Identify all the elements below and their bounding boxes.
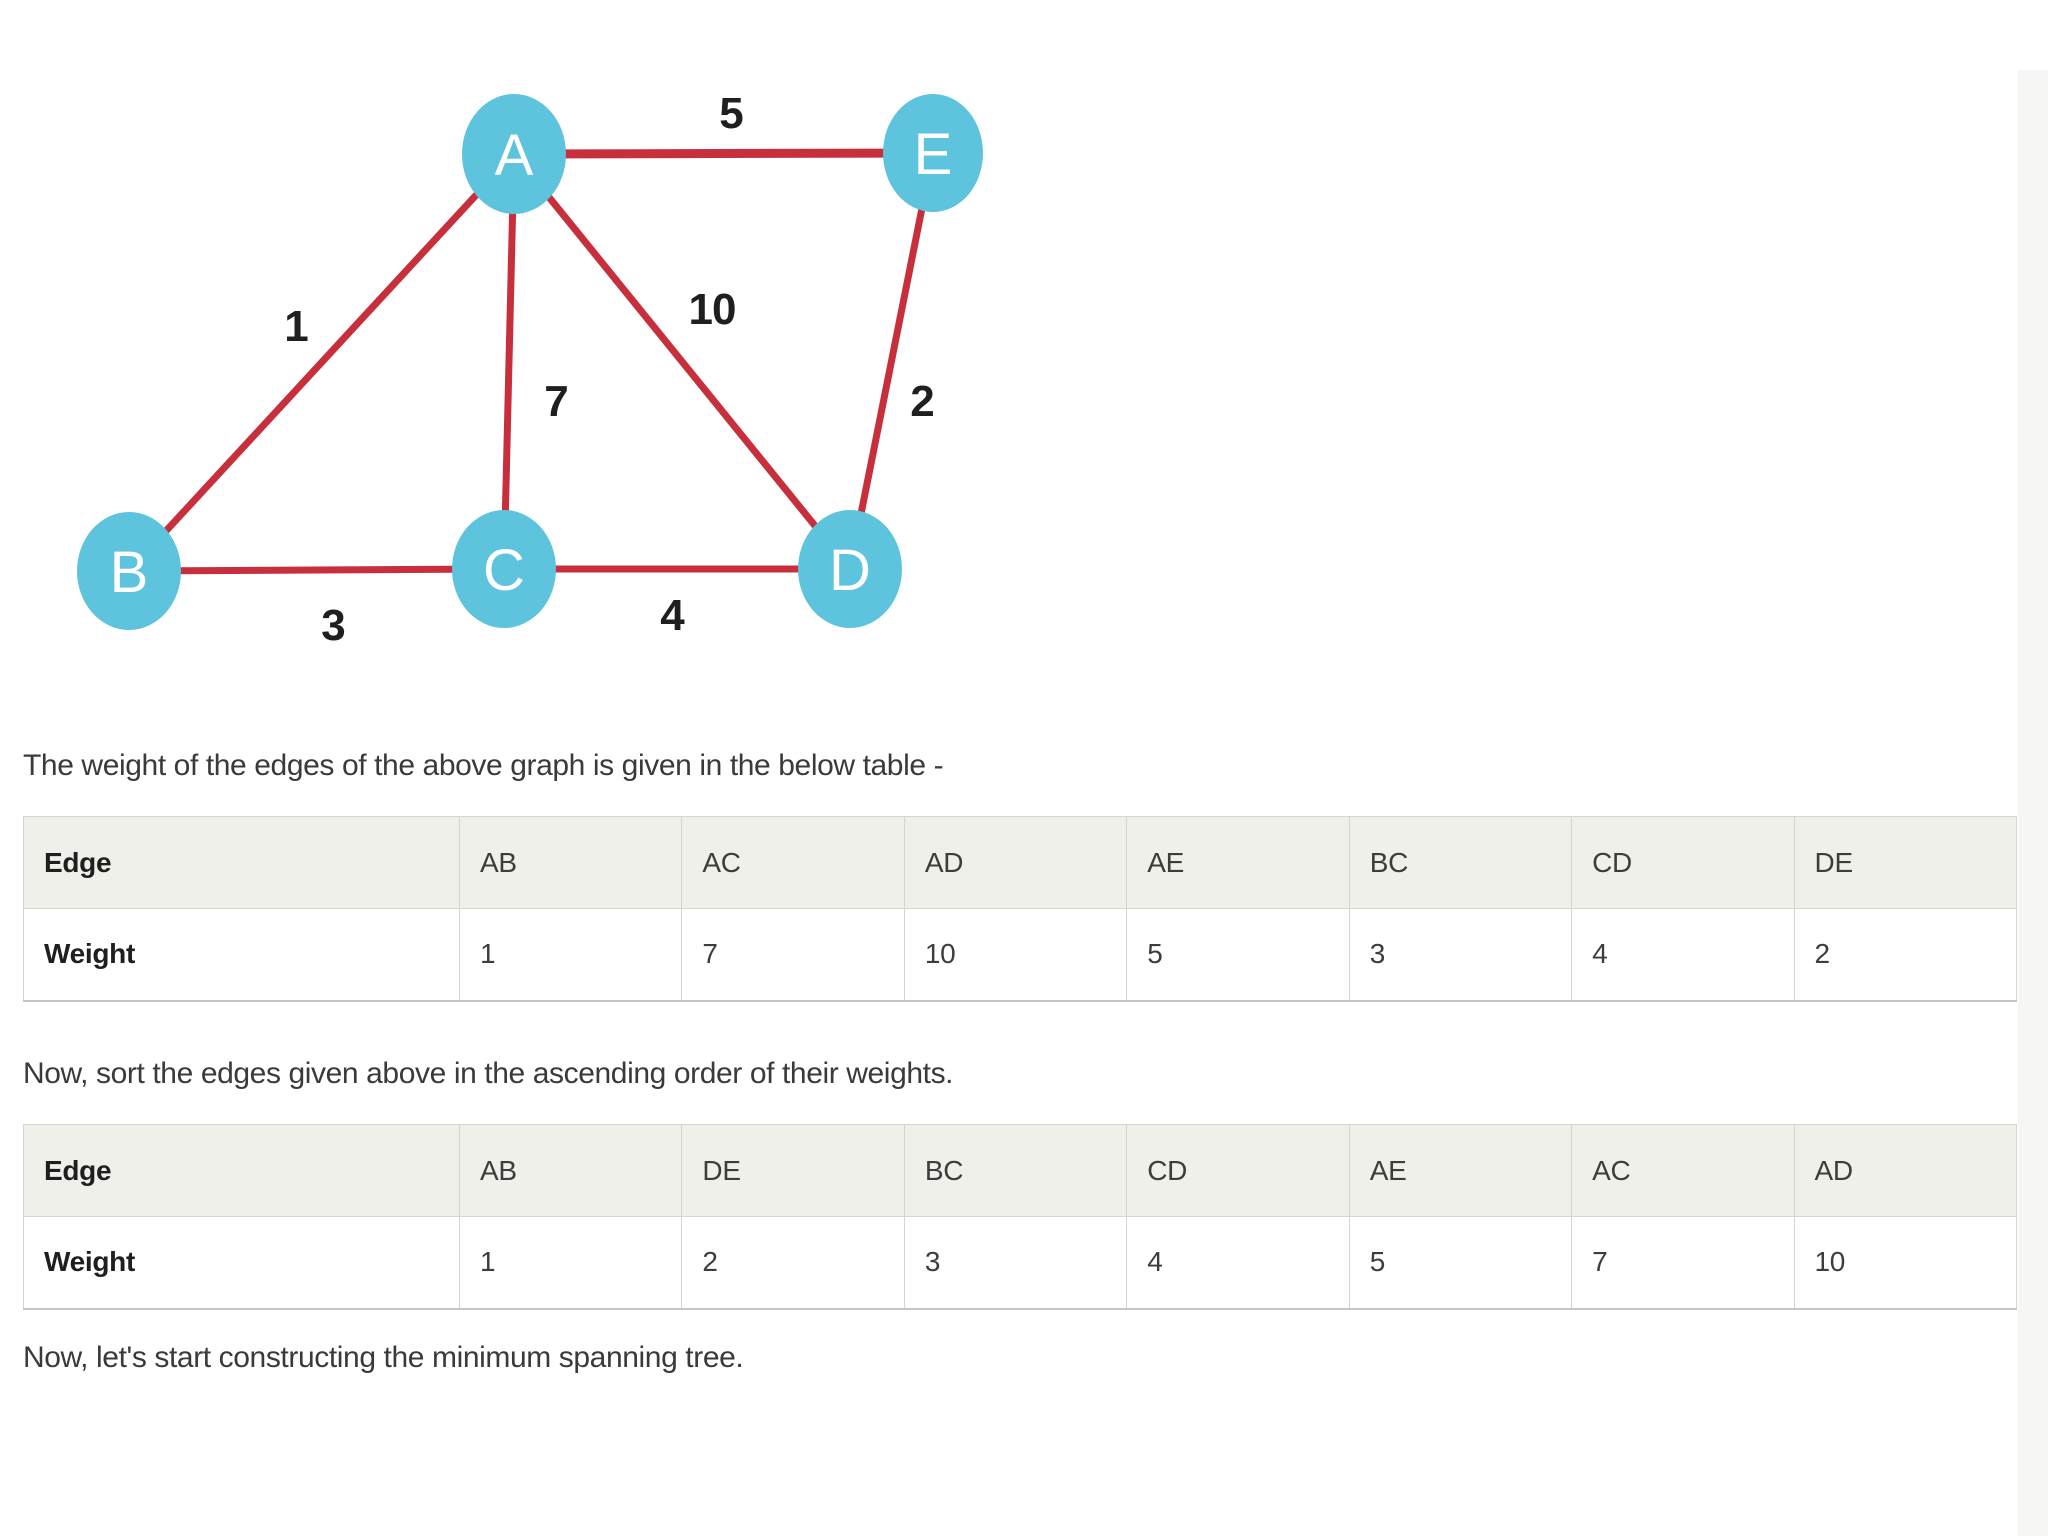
weight-cell: 2 — [1793, 908, 2018, 1001]
edge-ed — [846, 152, 937, 570]
edge-cell: BC — [1348, 816, 1573, 909]
node-d-circle — [798, 510, 902, 628]
edge-cell: BC — [903, 1124, 1128, 1217]
weight-row-label: Weight — [23, 1216, 460, 1309]
weight-row-label: Weight — [23, 908, 460, 1001]
node-e-label: E — [914, 122, 953, 187]
edge-ae-weight-label: 5 — [719, 89, 743, 138]
node-b-label: B — [110, 540, 149, 605]
weight-cell: 5 — [1348, 1216, 1573, 1309]
node-a-label: A — [495, 123, 534, 188]
weight-cell: 3 — [903, 1216, 1128, 1309]
edge-ab-weight-label: 1 — [284, 302, 308, 351]
edge-ac-weight-label: 7 — [544, 377, 567, 426]
table-row: Edge AB DE BC CD AE AC AD — [23, 1124, 2018, 1217]
weight-cell: 2 — [681, 1216, 905, 1309]
edge-weight-table: Edge AB AC AD AE BC CD DE Weight 1 7 10 … — [23, 816, 2018, 1002]
edge-cell: AD — [903, 816, 1128, 909]
edge-cell: AB — [458, 1124, 683, 1217]
edge-bc-weight-label: 3 — [321, 601, 344, 650]
node-d-label: D — [829, 538, 871, 603]
weight-cell: 4 — [1571, 908, 1795, 1001]
weight-cell: 4 — [1126, 1216, 1350, 1309]
edge-ed-weight-label: 2 — [910, 377, 933, 426]
node-c-circle — [452, 510, 556, 628]
edge-ac — [500, 153, 518, 570]
edge-cell: AC — [1571, 1124, 1795, 1217]
intro-text: The weight of the edges of the above gra… — [23, 749, 944, 782]
edge-ad-weight-label: 10 — [689, 285, 736, 334]
weight-cell: 3 — [1348, 908, 1573, 1001]
edge-cell: DE — [1793, 816, 2018, 909]
edge-cell: AC — [681, 816, 905, 909]
edge-ad — [511, 151, 853, 572]
edge-row-label: Edge — [23, 816, 460, 909]
edge-cell: CD — [1571, 816, 1795, 909]
graph-diagram: 5 1 7 10 2 3 4 A E B C D — [77, 89, 983, 650]
node-e-circle — [883, 94, 983, 212]
edge-cell: AD — [1793, 1124, 2018, 1217]
weight-cell: 10 — [1793, 1216, 2018, 1309]
edge-cell: AE — [1126, 816, 1350, 909]
scrollbar-track[interactable] — [2018, 70, 2048, 1536]
weight-cell: 5 — [1126, 908, 1350, 1001]
edge-bc — [128, 565, 505, 575]
edge-cell: CD — [1126, 1124, 1350, 1217]
weight-cell: 7 — [681, 908, 905, 1001]
edge-cell: AE — [1348, 1124, 1573, 1217]
weight-cell: 1 — [458, 908, 683, 1001]
sort-instruction-text: Now, sort the edges given above in the a… — [23, 1057, 954, 1090]
table-row: Edge AB AC AD AE BC CD DE — [23, 816, 2018, 909]
weight-cell: 7 — [1571, 1216, 1795, 1309]
sorted-edge-table: Edge AB DE BC CD AE AC AD Weight 1 2 3 4… — [23, 1124, 2018, 1310]
mst-start-text: Now, let's start constructing the minimu… — [23, 1341, 744, 1374]
edge-cell: AB — [458, 816, 683, 909]
table-row: Weight 1 2 3 4 5 7 10 — [23, 1216, 2018, 1309]
edge-cell: DE — [681, 1124, 905, 1217]
weight-cell: 10 — [903, 908, 1128, 1001]
node-c-label: C — [483, 538, 525, 603]
edge-ab — [126, 151, 517, 574]
edge-ae — [513, 148, 934, 159]
node-a-circle — [462, 94, 566, 214]
edge-row-label: Edge — [23, 1124, 460, 1217]
edge-cd-weight-label: 4 — [660, 591, 685, 640]
weight-cell: 1 — [458, 1216, 683, 1309]
table-row: Weight 1 7 10 5 3 4 2 — [23, 908, 2018, 1001]
node-b-circle — [77, 512, 181, 630]
